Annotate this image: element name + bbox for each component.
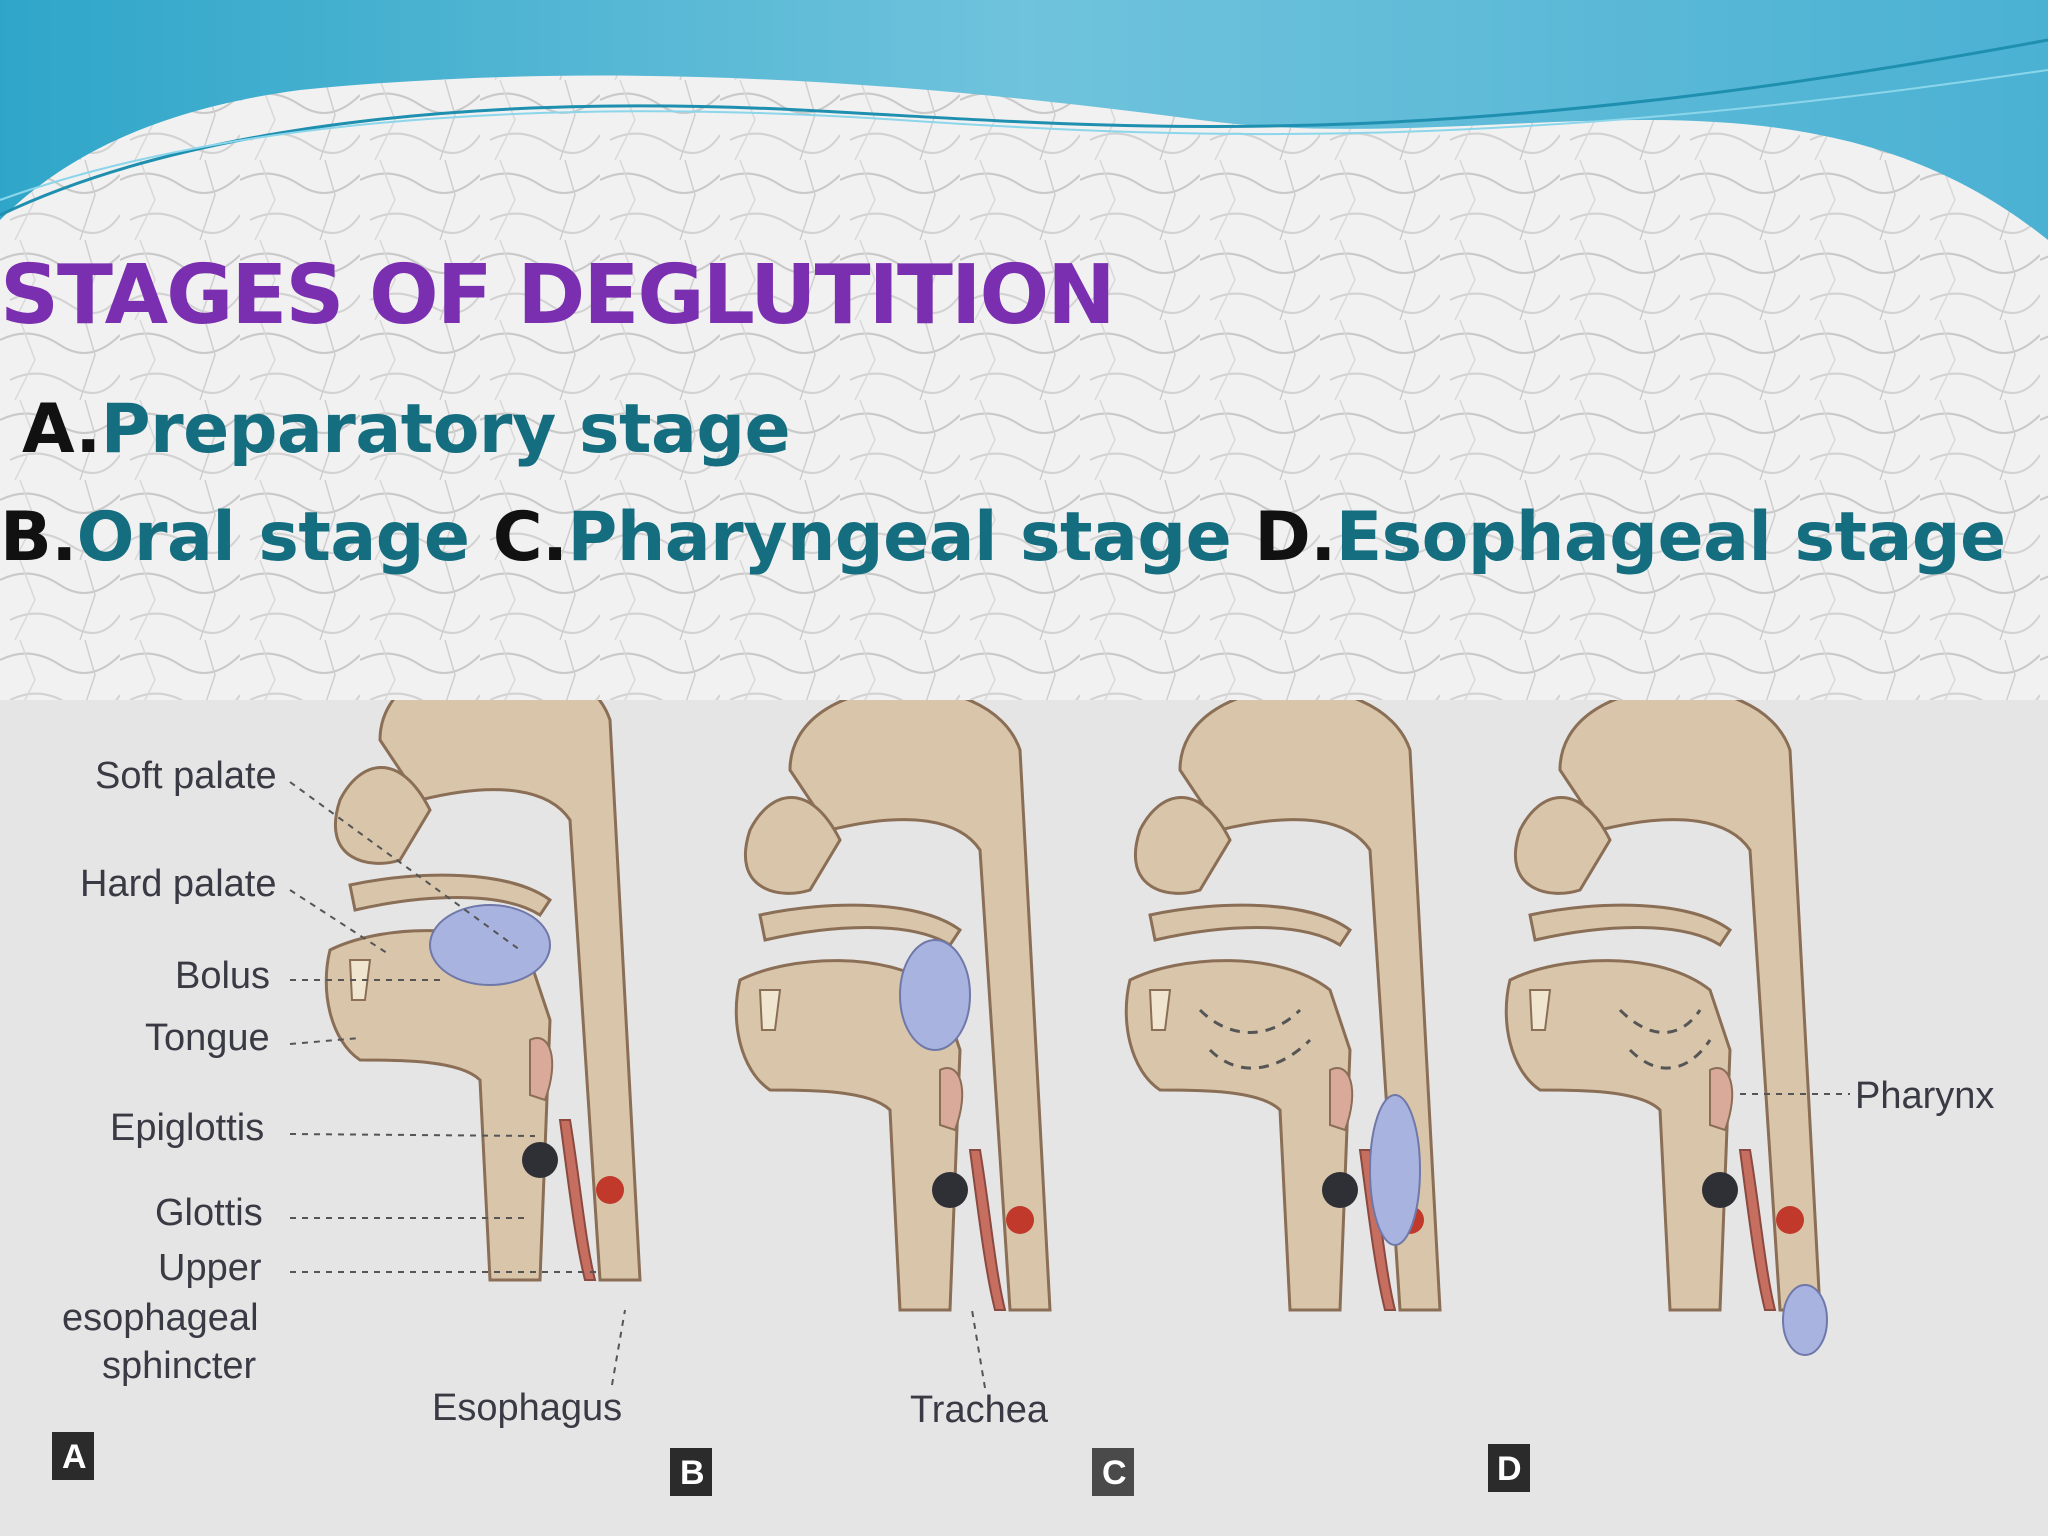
panel-badge-a: A [52, 1432, 94, 1480]
svg-text:D: D [1497, 1450, 1522, 1488]
stage-line-1: A.Preparatory stage [22, 390, 791, 469]
stage-d-letter: D. [1254, 498, 1336, 577]
panel-a-head [324, 700, 642, 1282]
panel-badge-b: B [670, 1448, 712, 1496]
label-esophagus: Esophagus [432, 1387, 622, 1429]
label-hard-palate: Hard palate [80, 863, 276, 905]
deglutition-diagram: Soft palate Hard palate Bolus Tongue Epi… [52, 700, 1994, 1496]
stage-d-name: Esophageal stage [1335, 498, 2006, 577]
label-ues-1: Upper [158, 1247, 262, 1289]
panel-b-head [734, 700, 1052, 1312]
stage-b-letter: B. [0, 498, 77, 577]
label-ues-2: esophageal [62, 1297, 259, 1339]
stage-line-2: B.Oral stage C.Pharyngeal stage D.Esopha… [0, 498, 2006, 577]
stage-b-name: Oral stage [76, 498, 470, 577]
deglutition-figure: Soft palate Hard palate Bolus Tongue Epi… [0, 700, 2048, 1536]
label-ues-3: sphincter [102, 1345, 257, 1387]
label-pharynx: Pharynx [1855, 1075, 1994, 1117]
panel-d-head [1504, 700, 1828, 1356]
svg-text:C: C [1102, 1454, 1127, 1492]
label-soft-palate: Soft palate [95, 755, 277, 797]
svg-text:B: B [680, 1454, 705, 1492]
label-trachea: Trachea [910, 1389, 1049, 1431]
label-glottis: Glottis [155, 1192, 263, 1234]
panel-badge-d: D [1488, 1444, 1530, 1492]
stage-a-name: Preparatory stage [100, 390, 791, 469]
label-tongue: Tongue [145, 1017, 270, 1059]
stage-c-letter: C. [492, 498, 568, 577]
slide-title: STAGES OF DEGLUTITION [0, 248, 1116, 343]
slide-background [0, 0, 2048, 700]
label-epiglottis: Epiglottis [110, 1107, 264, 1149]
panel-badge-c: C [1092, 1448, 1134, 1496]
stage-a-letter: A. [22, 390, 101, 469]
panel-c-head [1124, 700, 1442, 1312]
svg-text:A: A [62, 1438, 87, 1476]
label-bolus: Bolus [175, 955, 270, 997]
stage-c-name: Pharyngeal stage [567, 498, 1232, 577]
